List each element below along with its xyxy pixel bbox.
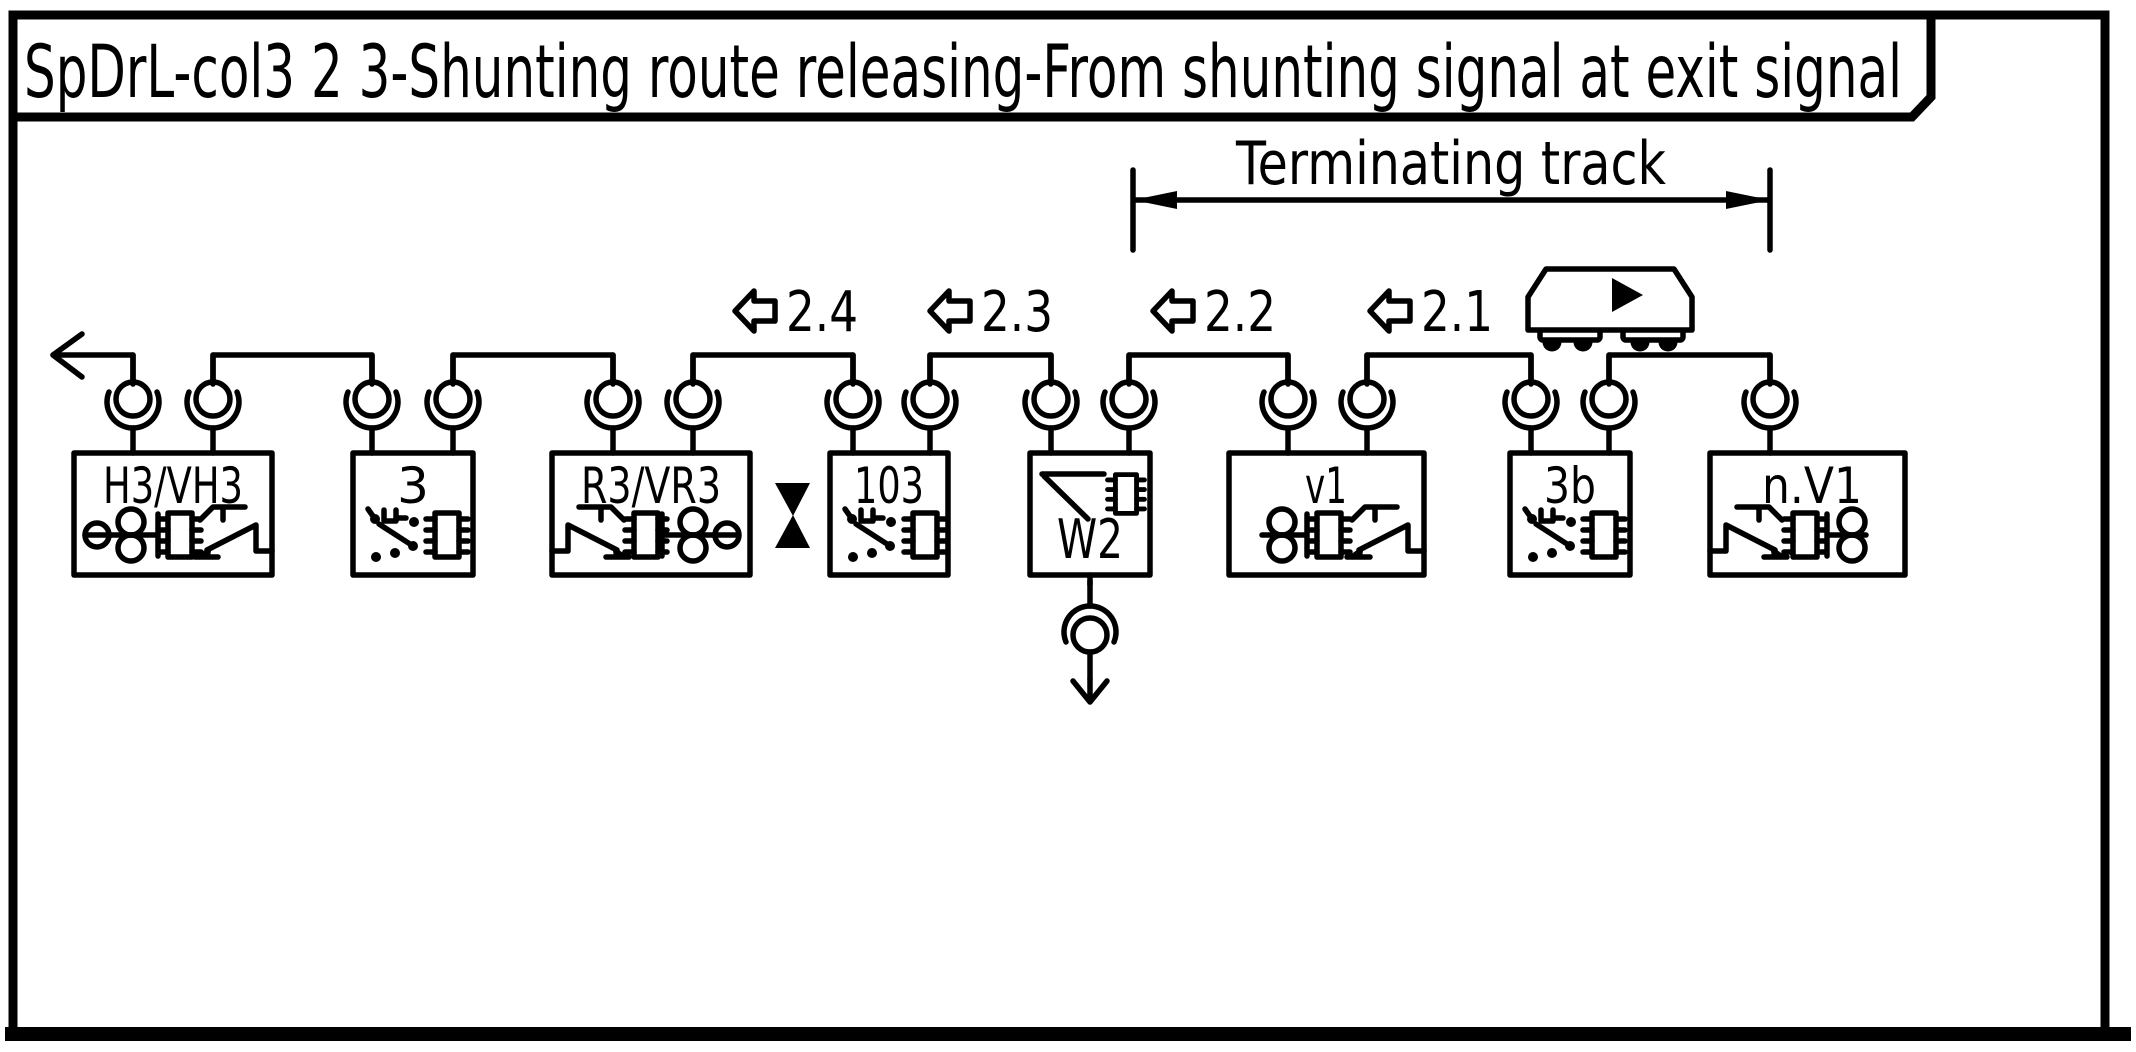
ic-module-icon (1308, 513, 1350, 557)
module-label: 103 (854, 457, 924, 515)
selector-contact-icon (845, 509, 896, 562)
module-box-w2: W2 (1027, 450, 1153, 578)
plug-coupler-icon (587, 355, 639, 453)
wagon-direction-triangle-icon (1612, 278, 1643, 312)
ic-module-icon (426, 513, 468, 557)
plug-coupler-icon (1341, 355, 1393, 453)
module-box-v1: v1 (1226, 450, 1427, 578)
route-step-2-1: 2.1 (1370, 280, 1493, 345)
plug-coupler-icon (427, 355, 479, 453)
module-box-3b: 3b (1507, 450, 1633, 578)
dimension-arrow-right-icon (1726, 191, 1770, 209)
signal-lever-icon (1039, 471, 1107, 522)
wagon-icon (1525, 266, 1695, 352)
module-box-103: 103 (827, 450, 951, 578)
lamp-circuit-icon (659, 506, 742, 564)
module-label: 3 (397, 457, 429, 515)
ic-module-icon (904, 513, 946, 557)
plug-coupler-icon (904, 355, 956, 453)
plug-coupler-icon (1103, 355, 1155, 453)
title-block: SpDrL-col3 2 3-Shunting route releasing-… (8, 10, 1936, 122)
terminating-track-dimension: Terminating track (1130, 129, 1773, 253)
plug-couplers (107, 355, 1796, 453)
module-label: 3b (1544, 457, 1596, 515)
down-output-arrow-icon (1070, 678, 1110, 705)
module-label: v1 (1305, 457, 1347, 515)
plug-coupler-icon (1744, 355, 1796, 453)
route-step-2-4: 2.4 (735, 280, 858, 345)
plug-coupler-icon (187, 355, 239, 453)
route-release-arrow-icon (1370, 291, 1410, 331)
route-step-2-2: 2.2 (1153, 280, 1276, 345)
ic-module-icon (1784, 513, 1826, 557)
route-step-label: 2.2 (1204, 280, 1276, 345)
plug-coupler-icon (827, 355, 879, 453)
module-label: n.V1 (1762, 457, 1862, 515)
lamp-circuit-icon (1259, 506, 1310, 564)
plug-coupler-icon (346, 355, 398, 453)
plug-coupler-icon (1262, 355, 1314, 453)
ic-module-icon (159, 513, 201, 557)
terminating-track-label: Terminating track (1235, 129, 1666, 199)
page-title: SpDrL-col3 2 3-Shunting route releasing-… (24, 30, 1902, 115)
route-release-arrow-icon (735, 291, 775, 331)
blocked-link-hourglass-icon (775, 483, 810, 548)
plug-coupler-icon (667, 355, 719, 453)
lamp-circuit-icon (1824, 506, 1869, 564)
selector-contact-icon (368, 509, 419, 562)
module-label: W2 (1057, 508, 1123, 571)
drawing-border (5, 10, 2131, 1041)
route-release-arrow-icon (1153, 291, 1193, 331)
route-release-steps: 2.4 2.3 2.2 2.1 (735, 280, 1493, 345)
latch-relay-icon (1347, 507, 1424, 557)
module-box-r3vr3: R3/VR3 (549, 450, 753, 578)
plug-coupler-icon (1064, 581, 1116, 679)
route-step-label: 2.3 (981, 280, 1053, 345)
latch-relay-icon (1710, 507, 1787, 557)
ic-module-icon (1583, 513, 1625, 557)
w2-output-tail (1064, 572, 1116, 705)
plug-coupler-icon (1025, 355, 1077, 453)
module-box-nv1: n.V1 (1707, 450, 1908, 578)
route-release-arrow-icon (930, 291, 970, 331)
plug-coupler-icon (1583, 355, 1635, 453)
release-chain-bus (50, 331, 1773, 387)
plug-coupler-icon (107, 355, 159, 453)
selector-contact-icon (1525, 509, 1576, 562)
module-box-3: 3 (350, 450, 476, 578)
module-box-h3vh3: H3/VH3 (71, 450, 275, 578)
plug-coupler-icon (1505, 355, 1557, 453)
route-step-2-3: 2.3 (930, 280, 1053, 345)
dimension-arrow-left-icon (1133, 191, 1177, 209)
route-step-label: 2.4 (786, 280, 858, 345)
lamp-circuit-icon (82, 506, 161, 564)
route-step-label: 2.1 (1421, 280, 1493, 345)
